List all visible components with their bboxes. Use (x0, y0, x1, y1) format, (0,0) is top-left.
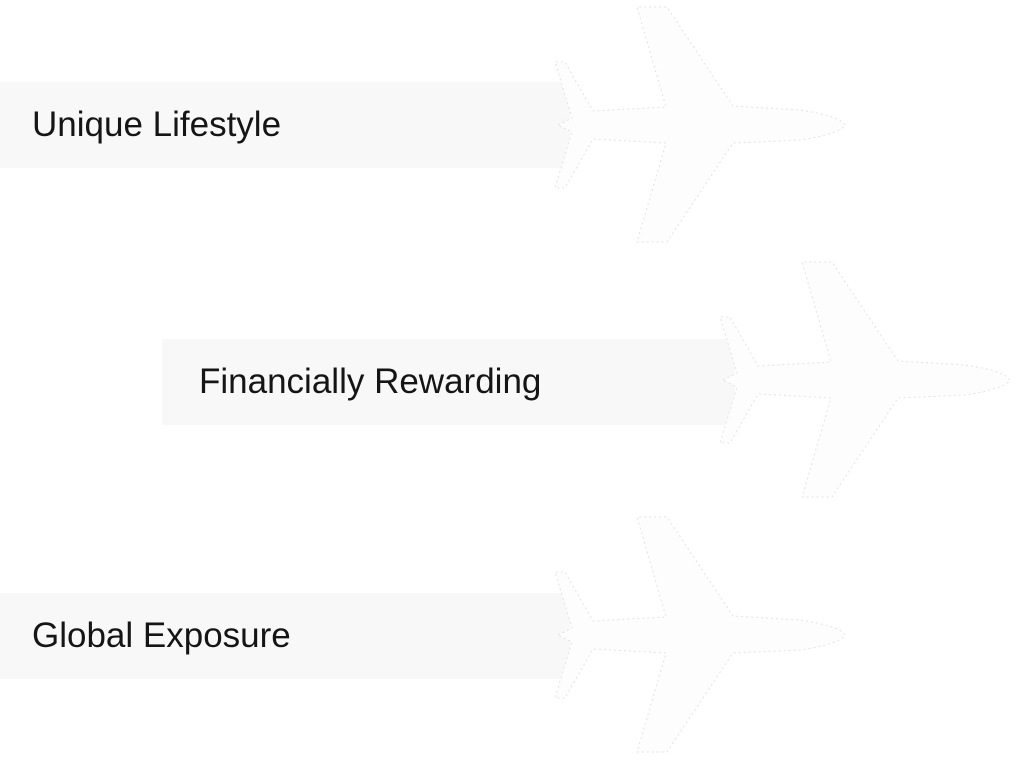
feature-label: Unique Lifestyle (32, 105, 282, 144)
feature-unique-lifestyle: Unique Lifestyle (0, 82, 570, 168)
airplane-icon (554, 6, 846, 243)
feature-label: Global Exposure (32, 616, 291, 655)
airplane-icon (719, 261, 1011, 498)
feature-financially-rewarding: Financially Rewarding (162, 339, 735, 425)
airplane-icon (554, 516, 846, 753)
feature-label: Financially Rewarding (199, 362, 542, 401)
feature-global-exposure: Global Exposure (0, 593, 570, 679)
